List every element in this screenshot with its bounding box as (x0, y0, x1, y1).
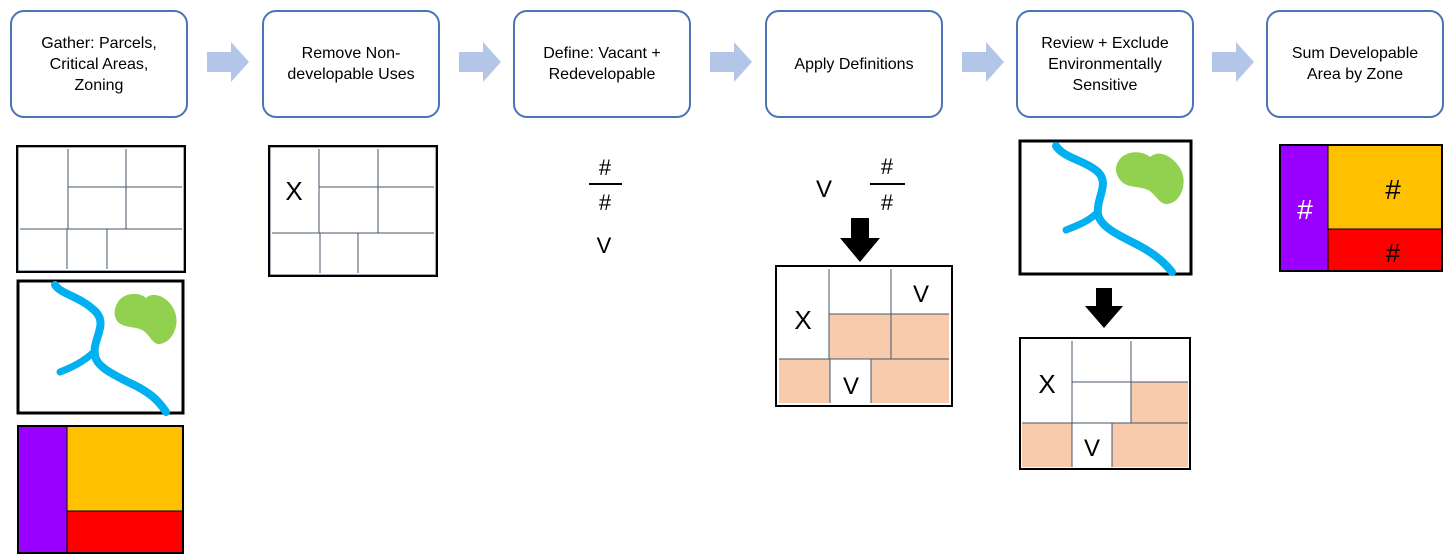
vacant-mark: V (816, 176, 832, 203)
zone-total-red: # (1386, 238, 1401, 268)
critical-areas-map-icon (16, 279, 185, 416)
flow-arrow-icon (459, 42, 501, 82)
ratio-numerator: # (881, 154, 894, 179)
down-arrow-icon (840, 218, 880, 262)
parcel-map-applied-icon (775, 265, 953, 407)
flow-arrow-icon (207, 42, 249, 82)
critical-areas-map-icon (1018, 139, 1193, 276)
step-gather: Gather: Parcels, Critical Areas, Zoning (10, 10, 188, 118)
ratio-denominator: # (881, 190, 894, 215)
zone-total-purple: # (1297, 194, 1313, 225)
excluded-mark: X (1038, 369, 1055, 399)
vacant-mark: V (913, 281, 929, 308)
step-remove-nondevelopable: Remove Non- developable Uses (262, 10, 440, 118)
ratio-denominator: # (599, 190, 612, 215)
parcel-map-excluded-icon (268, 145, 438, 277)
ratio-numerator: # (599, 155, 612, 180)
flow-arrow-icon (1212, 42, 1254, 82)
step-apply-definitions: Apply Definitions (765, 10, 943, 118)
step-define-vacant-redevelopable: Define: Vacant + Redevelopable (513, 10, 691, 118)
zoning-map-icon (17, 425, 184, 554)
step-sum-developable-area: Sum Developable Area by Zone (1266, 10, 1444, 118)
vacant-mark: V (843, 373, 859, 400)
vacant-mark: V (597, 233, 612, 258)
parcel-map-reviewed-icon (1019, 337, 1191, 470)
zoning-summary-map-icon (1279, 144, 1443, 272)
step-review-exclude-sensitive: Review + Exclude Environmentally Sensiti… (1016, 10, 1194, 118)
excluded-mark: X (285, 176, 302, 206)
parcel-map-icon (16, 145, 186, 273)
flow-arrow-icon (962, 42, 1004, 82)
vacant-mark: V (1084, 435, 1100, 462)
flow-arrow-icon (710, 42, 752, 82)
down-arrow-icon (1085, 288, 1123, 328)
excluded-mark: X (794, 305, 811, 335)
zone-total-orange: # (1385, 174, 1401, 205)
